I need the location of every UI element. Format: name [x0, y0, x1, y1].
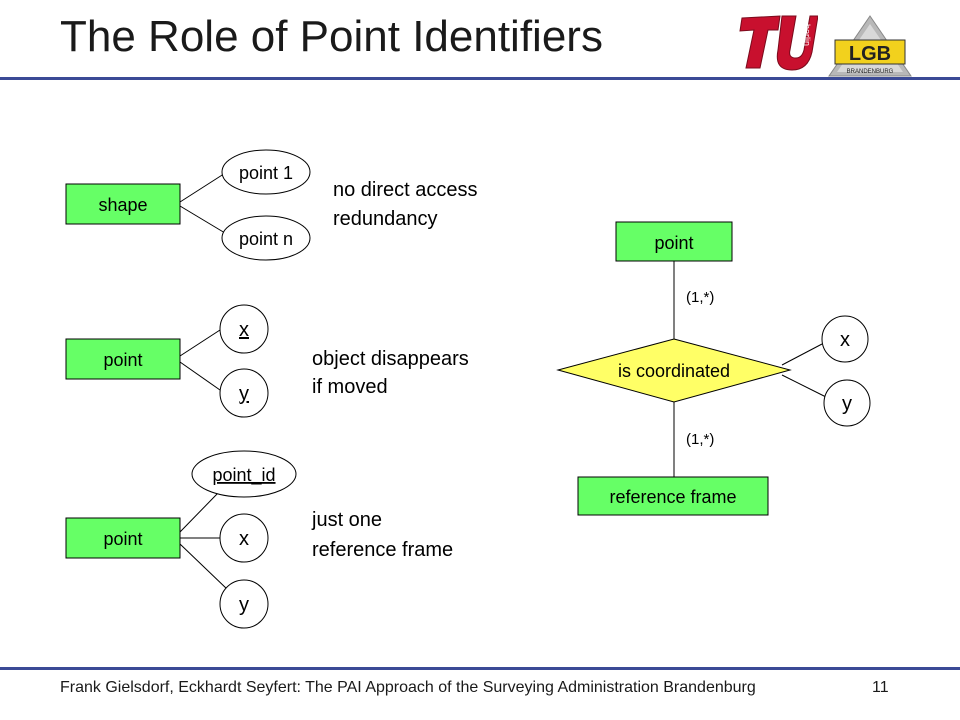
note-point-id-line1: just one — [311, 509, 382, 531]
diagram-relationship: point (1,*) is coordinated (1,*) referen… — [556, 221, 871, 516]
entity-reference-frame-label: reference frame — [609, 487, 736, 507]
attribute-x-2-label: x — [239, 528, 249, 550]
diagram-point-id: point point_id x y just one reference fr… — [65, 450, 453, 629]
attribute-point-n — [221, 215, 311, 261]
entity-point-2-label: point — [103, 529, 142, 549]
page-title: The Role of Point Identifiers — [60, 12, 603, 61]
attribute-x-label: x — [239, 319, 249, 341]
entity-point — [65, 338, 181, 380]
attribute-point-1 — [221, 149, 311, 195]
attribute-y-2-label: y — [239, 594, 249, 616]
attribute-y-3-label: y — [842, 393, 852, 415]
note-shape-line2: redundancy — [333, 208, 438, 230]
entity-point-3 — [615, 221, 733, 262]
entity-shape-label: shape — [98, 195, 147, 215]
header-rule — [0, 77, 960, 80]
attribute-x-3 — [821, 315, 869, 363]
footer-text: Frank Gielsdorf, Eckhardt Seyfert: The P… — [60, 679, 756, 696]
tu-logo-text: berlin — [802, 24, 812, 46]
attribute-x-2 — [219, 513, 269, 563]
attribute-point-id-label: point_id — [212, 465, 275, 486]
attribute-x — [219, 304, 269, 354]
relationship-label: is coordinated — [618, 361, 730, 381]
cardinality-bottom: (1,*) — [686, 431, 714, 448]
attribute-y — [219, 368, 269, 418]
attribute-y-2 — [219, 579, 269, 629]
attribute-point-1-label: point 1 — [239, 163, 293, 183]
attribute-x-3-label: x — [840, 329, 850, 351]
diagram-shape: shape point 1 point n no direct access r… — [65, 149, 478, 261]
note-point-line2: if moved — [312, 376, 388, 398]
page-number: 11 — [872, 679, 889, 696]
lgb-logo-text: LGB — [849, 43, 891, 65]
attribute-y-3 — [823, 379, 871, 427]
lgb-logo: LGB BRANDENBURG — [828, 15, 912, 77]
entity-shape — [65, 183, 181, 225]
attribute-point-n-label: point n — [239, 229, 293, 249]
note-point-line1: object disappears — [312, 348, 469, 370]
entity-point-2 — [65, 517, 181, 559]
entity-reference-frame — [577, 476, 769, 516]
relationship-is-coordinated — [556, 338, 792, 403]
attribute-y-label: y — [239, 383, 249, 405]
entity-point-3-label: point — [654, 233, 693, 253]
diagram-point-coords: point x y object disappears if moved — [65, 304, 469, 418]
footer-rule — [0, 667, 960, 670]
note-shape-line1: no direct access — [333, 179, 478, 201]
entity-point-label: point — [103, 350, 142, 370]
attribute-point-id — [191, 450, 297, 498]
tu-berlin-logo: berlin — [739, 15, 818, 71]
lgb-logo-subtext: BRANDENBURG — [847, 69, 894, 75]
note-point-id-line2: reference frame — [312, 539, 453, 561]
cardinality-top: (1,*) — [686, 289, 714, 306]
